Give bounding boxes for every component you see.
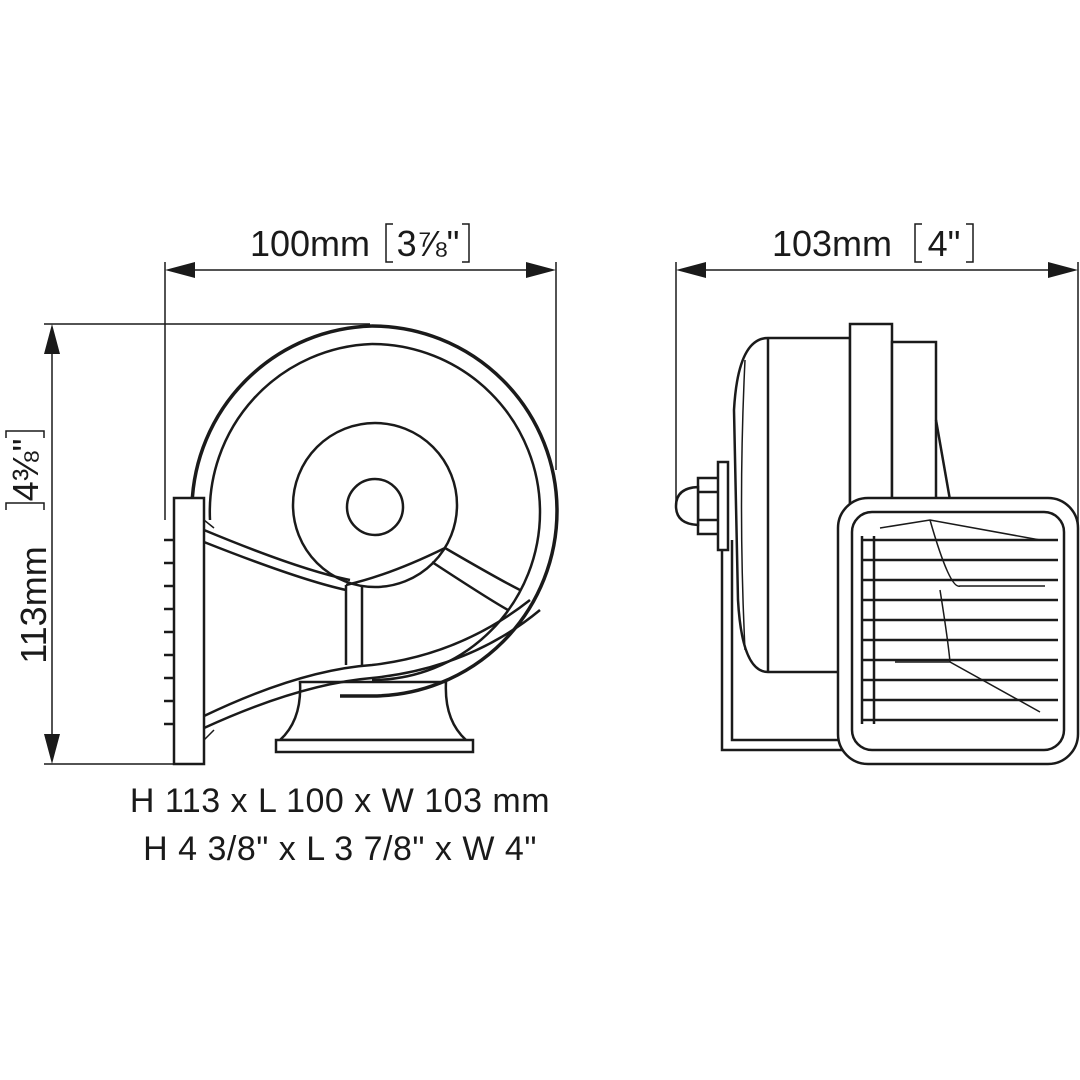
- front-height-dimension: 113mm 4⅜": [5, 323, 370, 765]
- grille-bars: [860, 536, 1058, 724]
- front-view-horn: [164, 324, 559, 766]
- dimensions-caption-metric: H 113 x L 100 x W 103 mm: [129, 782, 551, 820]
- front-width-inch-label: 3⅞": [397, 223, 460, 264]
- side-depth-inch-label: 4": [928, 223, 961, 264]
- side-view-horn: [674, 322, 1080, 766]
- front-width-dimension: 100mm 3⅞": [164, 223, 557, 520]
- mouth-grille-teeth: [164, 538, 174, 726]
- front-height-inch-label: 4⅜": [5, 439, 46, 502]
- side-depth-label: 103mm: [772, 223, 892, 264]
- dimensions-caption-imperial: H 4 3/8" x L 3 7/8" x W 4": [143, 830, 537, 868]
- front-width-label: 100mm: [250, 223, 370, 264]
- side-depth-dimension: 103mm 4": [675, 223, 1079, 540]
- front-height-label: 113mm: [13, 546, 54, 663]
